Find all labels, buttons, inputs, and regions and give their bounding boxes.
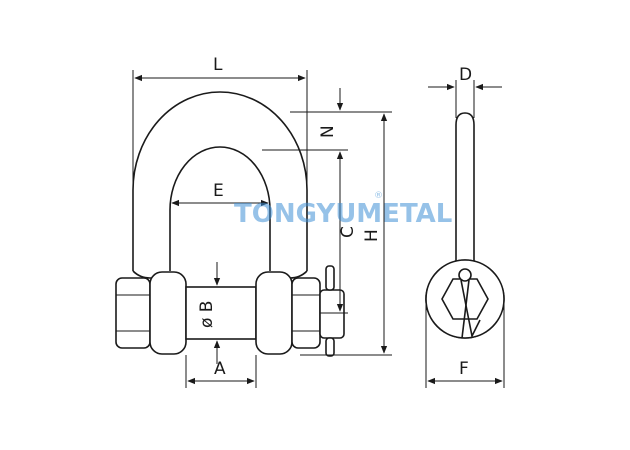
label-D: D (459, 65, 472, 85)
watermark-registered: ® (374, 191, 383, 201)
label-B: ø B (197, 301, 217, 328)
pin-nut-right (255, 271, 321, 355)
side-view (425, 112, 505, 339)
label-H: H (362, 229, 382, 242)
label-N: N (318, 125, 338, 138)
dimension-A (185, 355, 257, 388)
shackle-bow (132, 91, 308, 279)
label-F: F (459, 359, 469, 379)
dimension-F (425, 300, 505, 388)
label-L: L (213, 55, 223, 75)
cotter-pin (319, 265, 345, 357)
label-E: E (213, 181, 224, 201)
label-C: C (338, 226, 358, 238)
watermark-text: TONGYUMETAL (234, 199, 452, 229)
pin-nut-left (115, 271, 187, 355)
dimension-D (428, 80, 502, 118)
label-A: A (214, 359, 226, 379)
dimension-L (132, 70, 308, 188)
extension-lines (262, 111, 392, 356)
brand-watermark-logo: TONGYUMETAL ® (234, 191, 452, 229)
pin-body (185, 286, 257, 340)
